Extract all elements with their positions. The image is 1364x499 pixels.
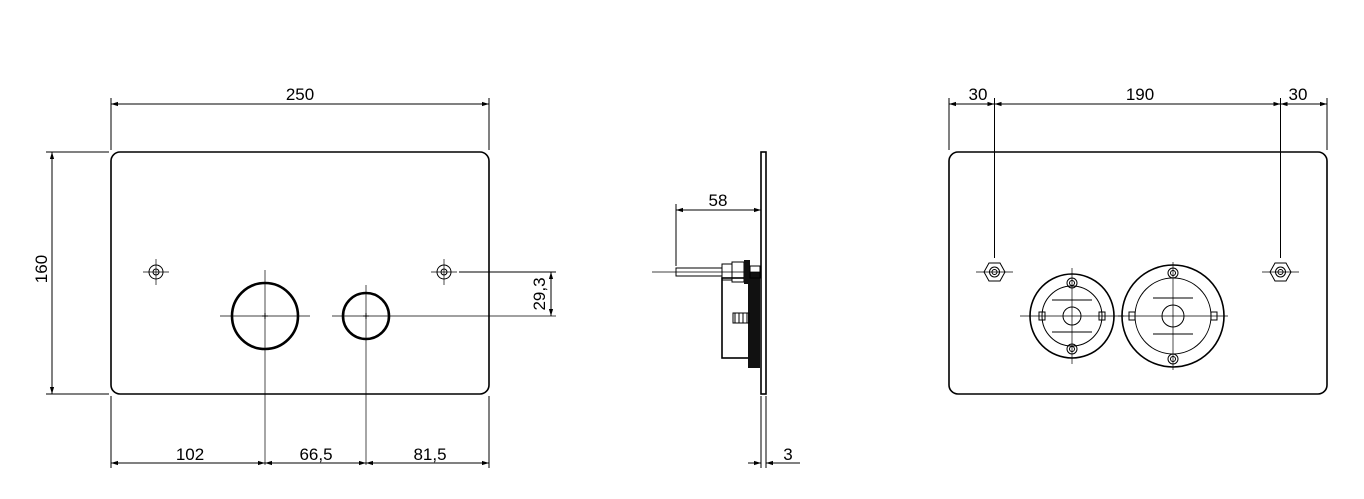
front-screw-left xyxy=(143,259,169,285)
side-rod xyxy=(652,260,761,284)
bottom-dim-3: 81,5 xyxy=(413,445,446,464)
rear-mechanism-small xyxy=(1020,268,1124,364)
front-width-label: 250 xyxy=(286,85,314,104)
rear-dim-3: 30 xyxy=(1289,85,1308,104)
front-height-dimension: 160 xyxy=(32,151,109,395)
rear-nut-left xyxy=(976,98,1013,282)
side-plate xyxy=(760,151,767,395)
side-thickness-label: 3 xyxy=(783,445,792,464)
front-width-dimension: 250 xyxy=(110,85,490,150)
rear-nut-right xyxy=(1262,98,1299,282)
small-flush-button xyxy=(332,285,556,465)
side-depth-dimension: 58 xyxy=(675,191,761,266)
rear-view: 30 190 30 xyxy=(948,85,1328,395)
front-plate xyxy=(110,151,490,395)
rear-dim-1: 30 xyxy=(969,85,988,104)
rear-mechanism-large xyxy=(1118,262,1228,370)
bottom-dim-2: 66,5 xyxy=(299,445,332,464)
front-bottom-dimensions: 102 66,5 81,5 xyxy=(110,396,490,468)
front-view: 250 160 29,3 102 66,5 81,5 xyxy=(32,85,556,468)
large-flush-button xyxy=(220,270,310,465)
rear-plate xyxy=(948,151,1328,395)
side-view: 58 3 xyxy=(652,151,800,468)
rear-dim-2: 190 xyxy=(1126,85,1154,104)
front-screw-right xyxy=(431,259,556,285)
front-height-label: 160 xyxy=(32,255,51,283)
side-depth-label: 58 xyxy=(709,191,728,210)
button-offset-label: 29,3 xyxy=(530,277,549,310)
button-offset-dimension: 29,3 xyxy=(530,272,554,316)
rear-top-dimensions: 30 190 30 xyxy=(948,85,1328,150)
bottom-dim-1: 102 xyxy=(176,445,204,464)
side-thickness-dimension: 3 xyxy=(748,396,800,468)
